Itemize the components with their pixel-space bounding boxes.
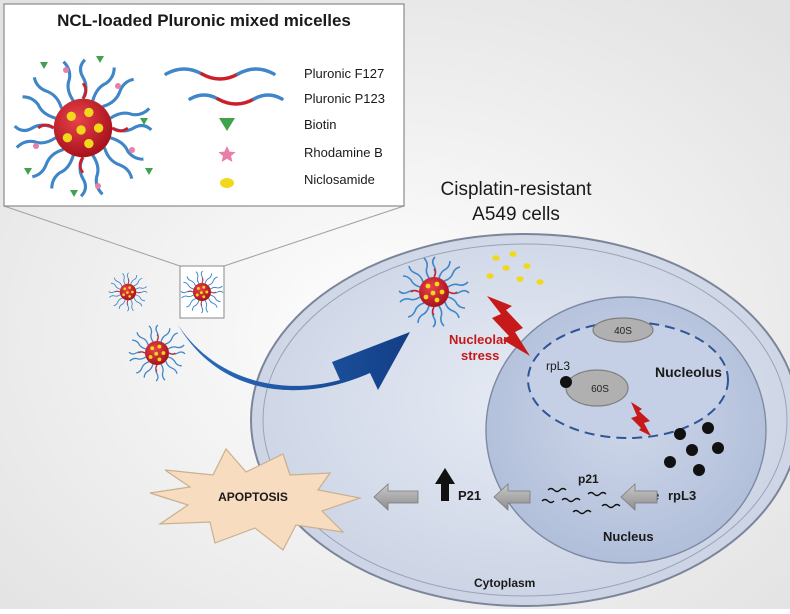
- pluronic-p123-icon: [188, 93, 284, 106]
- p21-nuclear-label: p21: [578, 472, 599, 486]
- legend-micelle-rhodamine-markers: [33, 67, 135, 189]
- stress-lightning-icon: [487, 296, 530, 356]
- ribosome-40s-label: 40S: [614, 326, 632, 337]
- rpl3-label: rpL3: [546, 359, 570, 373]
- legend-title: NCL-loaded Pluronic mixed micelles: [57, 11, 351, 30]
- nucleolus: [527, 321, 729, 439]
- legend-micelle-icon: [13, 58, 153, 198]
- micelle-icon-intracellular: [398, 256, 470, 328]
- released-niclosamide-dots: [486, 251, 544, 285]
- rpl3-bound-dot: [560, 376, 572, 388]
- zoom-callout-lines: [3, 205, 405, 267]
- arrow-p21-to-apoptosis: [373, 483, 419, 511]
- legend-label-rhodamine: Rhodamine B: [304, 145, 383, 160]
- cell-title-line2: A549 cells: [472, 204, 560, 225]
- legend-label-f127: Pluronic F127: [304, 66, 384, 81]
- rpl3-release-lightning-icon: [631, 402, 651, 436]
- cell-title-line1: Cisplatin-resistant: [441, 179, 593, 200]
- p21-mrna-squiggles: [541, 487, 621, 515]
- cell-inner-membrane: [262, 243, 788, 597]
- cytoplasm-label: Cytoplasm: [474, 576, 535, 590]
- ribosome-40s: [592, 317, 654, 343]
- pathway-arrows: [373, 483, 658, 511]
- free-rpl3-label: rpL3: [668, 488, 696, 503]
- niclosamide-dot-icon: [220, 178, 234, 188]
- apoptosis-burst: [149, 447, 363, 551]
- delivery-arrow: [178, 325, 410, 391]
- apoptosis-label: APOPTOSIS: [218, 490, 288, 504]
- nucleolus-label: Nucleolus: [655, 364, 722, 380]
- legend-label-biotin: Biotin: [304, 117, 337, 132]
- micelle-icon-small: [108, 272, 148, 312]
- ribosome-60s-label: 60S: [591, 384, 609, 395]
- stress-label-line2: stress: [461, 348, 499, 363]
- p21-cytoplasm-label: P21: [458, 488, 481, 503]
- legend-label-p123: Pluronic P123: [304, 91, 385, 106]
- pluronic-f127-icon: [164, 67, 276, 81]
- arrow-rpl3-to-p21: [620, 483, 658, 511]
- micelle-icon-medium: [128, 324, 186, 382]
- up-arrow-icon: [435, 468, 455, 501]
- biotin-triangle-icon: [219, 118, 235, 131]
- rhodamine-star-icon: [218, 146, 236, 162]
- arrow-p21-to-cytoplasm: [493, 483, 531, 511]
- stress-label-line1: Nucleolar: [449, 332, 508, 347]
- micelle-icon-zoomed: [180, 270, 224, 314]
- free-rpl3-dots: [664, 422, 724, 476]
- legend-label-niclosamide: Niclosamide: [304, 172, 375, 187]
- legend-micelle-biotin-markers: [24, 56, 153, 197]
- nucleus-label: Nucleus: [603, 529, 654, 544]
